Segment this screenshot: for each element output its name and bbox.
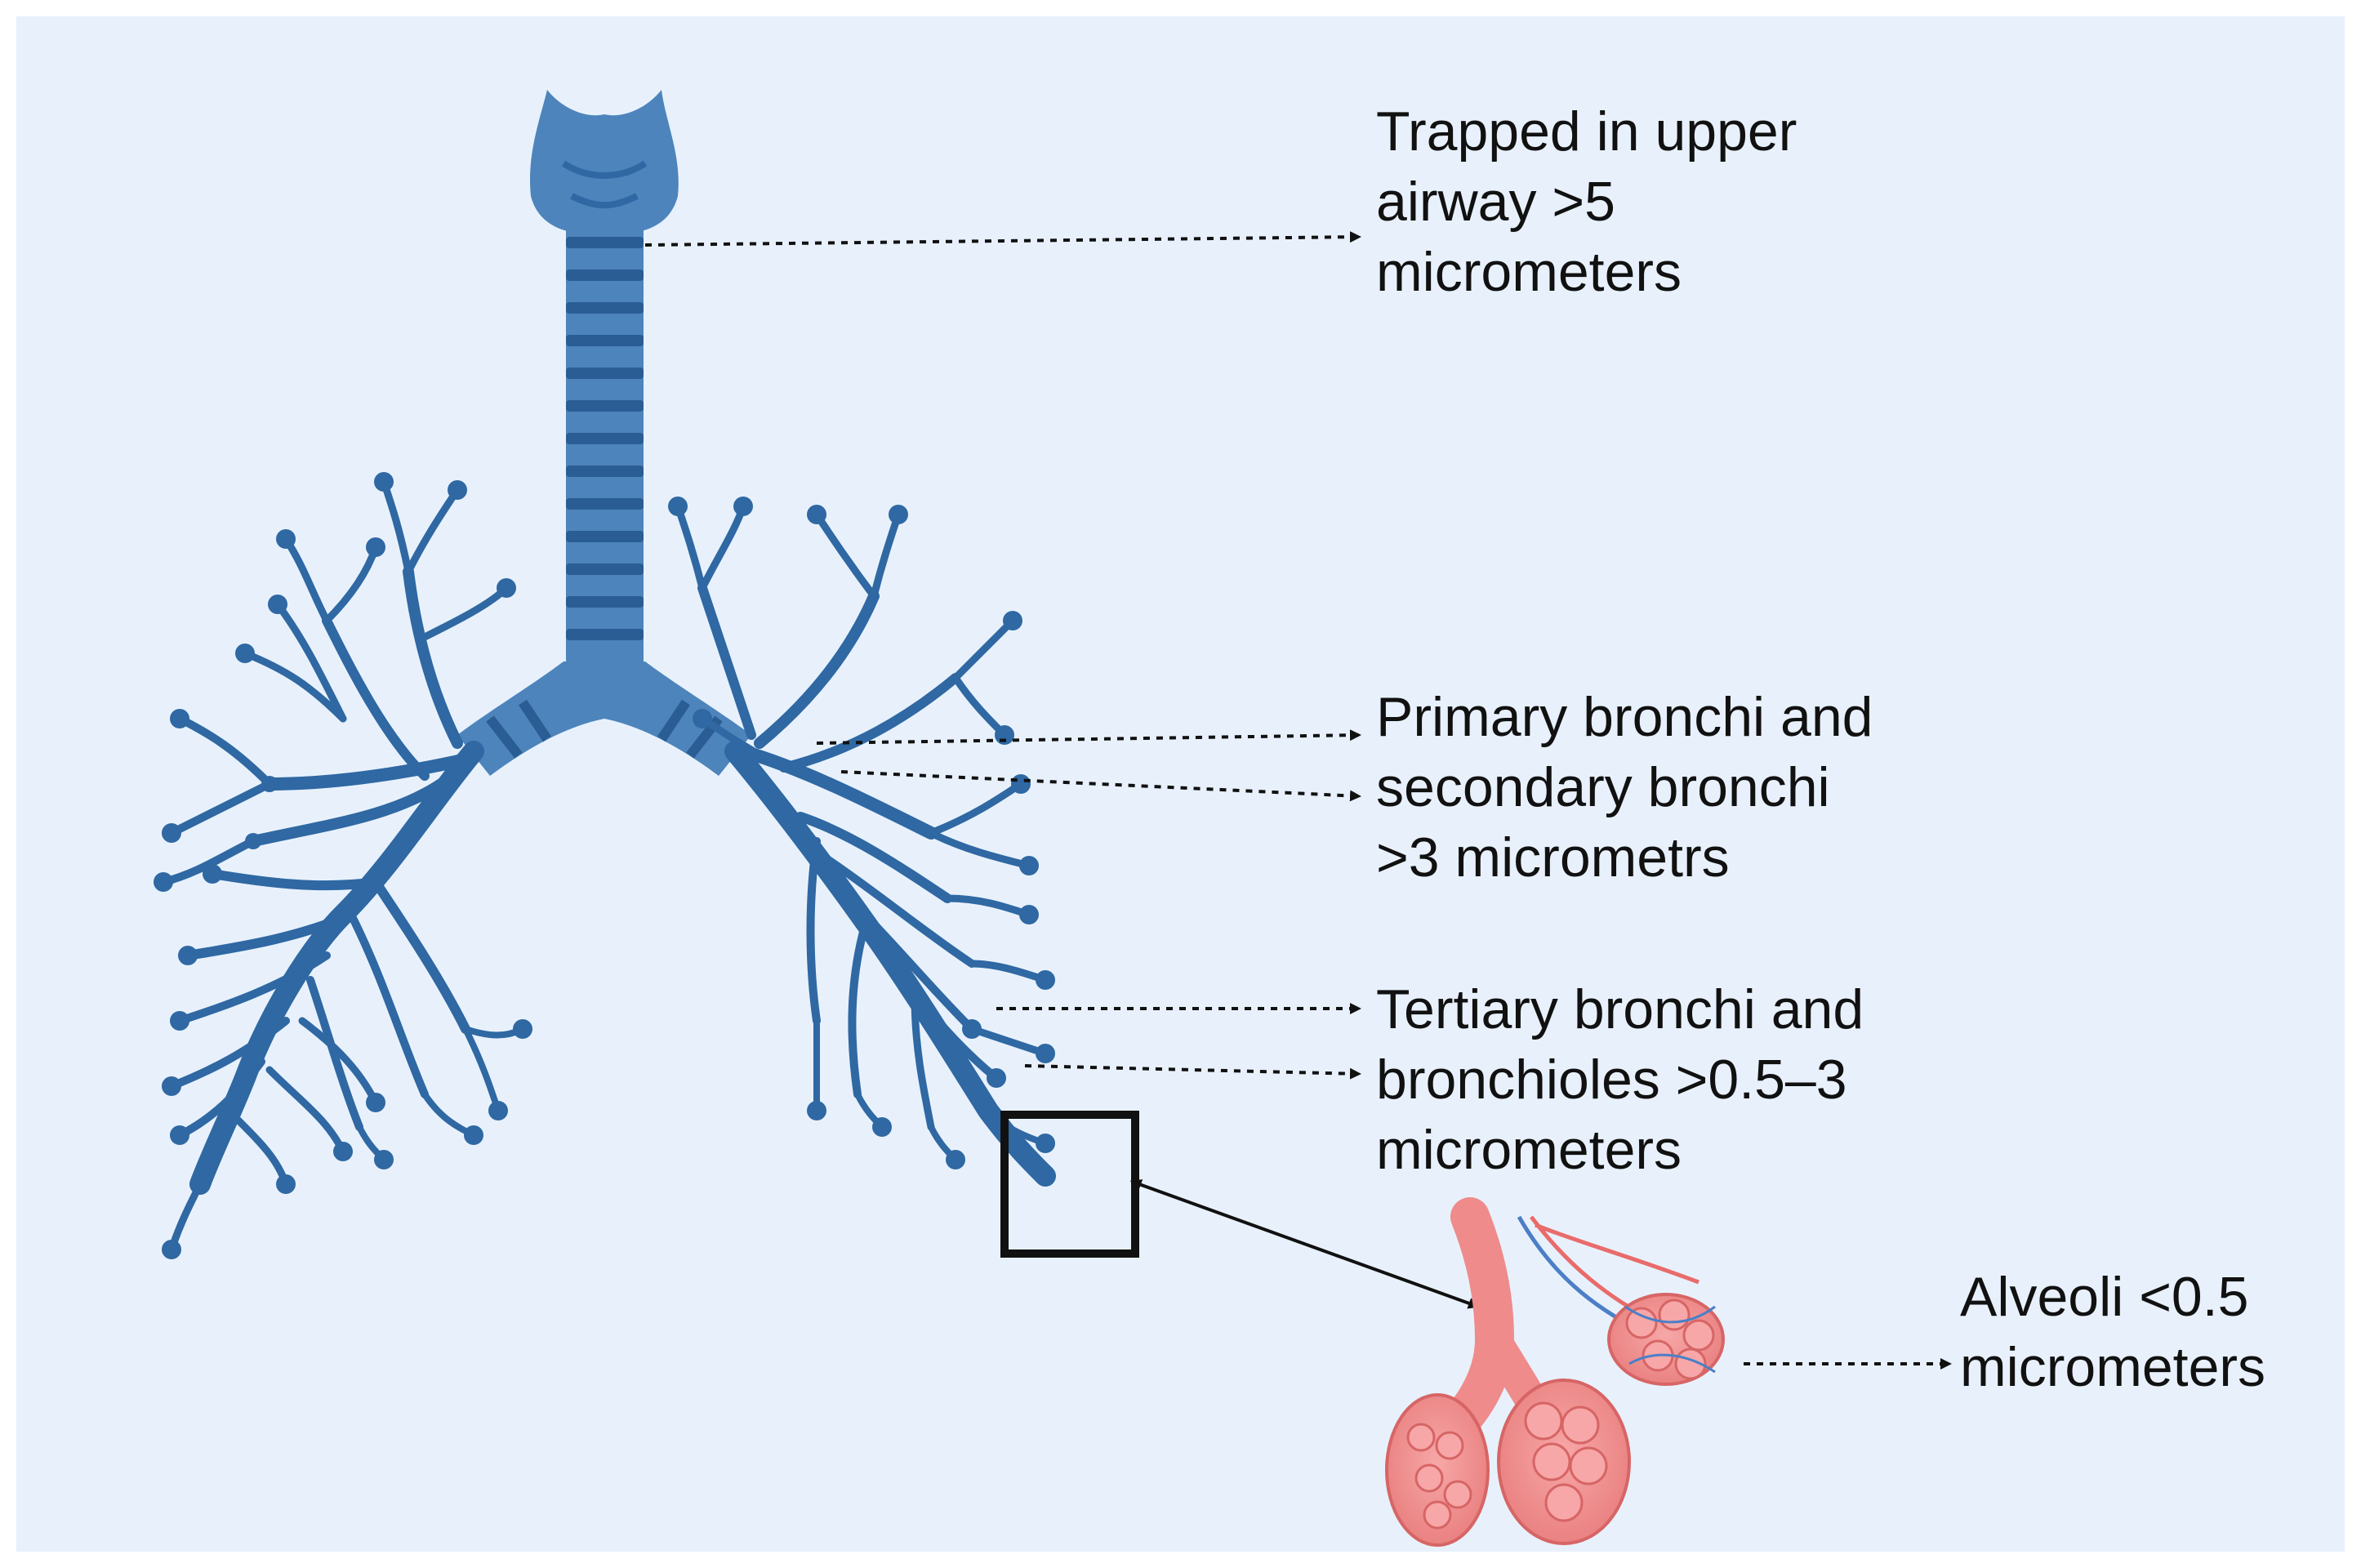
upper-airway-arrow <box>644 231 1361 247</box>
larynx-icon <box>530 90 679 234</box>
trachea-icon <box>566 220 644 670</box>
main-bronchi-icon <box>457 662 751 776</box>
right-terminal-buds-icon <box>668 497 1055 1186</box>
primary-secondary-bronchi-label: Primary bronchi and secondary bronchi >3… <box>1376 686 1873 889</box>
tertiary-bronchioles-label: Tertiary bronchi and bronchioles >0.5–3 … <box>1376 978 1864 1181</box>
zoom-arrow <box>1129 1179 1480 1309</box>
bronchioles-arrow <box>1024 1064 1361 1080</box>
left-terminal-buds-icon <box>154 472 532 1259</box>
upper-airway-label: Trapped in upper airway >5 micrometers <box>1376 100 1797 303</box>
alveoli-label: Alveoli <0.5 micrometers <box>1960 1266 2266 1398</box>
left-bronchial-tree-icon <box>159 478 526 1254</box>
secondary-bronchi-arrow <box>840 770 1361 802</box>
primary-bronchi-arrow <box>816 729 1361 745</box>
leader-arrows <box>644 231 1952 1370</box>
alveoli-illustration-icon <box>1385 1197 1725 1547</box>
